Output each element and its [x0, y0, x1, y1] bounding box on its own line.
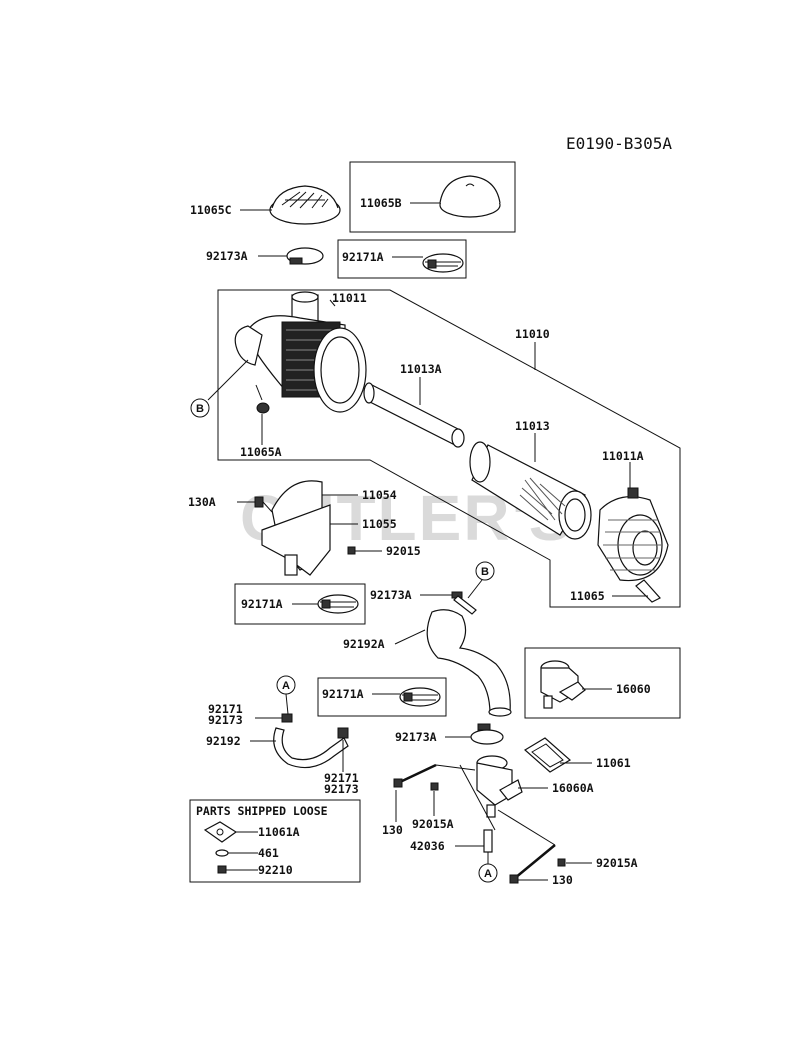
- part-92015-nut: [347, 546, 356, 555]
- label-92173-a: 92173: [208, 713, 243, 727]
- label-92171-b: 92171: [324, 771, 359, 785]
- loose-part-11061A-icon: [203, 821, 238, 843]
- part-11065A: [255, 384, 270, 414]
- part-16060A-housing: [476, 755, 523, 818]
- label-92173-b: 92173: [324, 782, 359, 796]
- label-92173A-top: 92173A: [206, 249, 248, 263]
- part-92171-clip-a: [281, 713, 293, 723]
- label-11061: 11061: [596, 756, 631, 770]
- box-11065B: [349, 161, 516, 233]
- label-92173A-mid: 92173A: [370, 588, 412, 602]
- part-130-bolt-a: [393, 763, 437, 788]
- label-92015: 92015: [386, 544, 421, 558]
- loose-part-11061A: 11061A: [258, 825, 300, 839]
- part-11013A-inner-element: [363, 382, 465, 448]
- part-92192A-hose: [426, 609, 512, 717]
- part-92015A-nut-b: [557, 858, 566, 867]
- label-11010: 11010: [515, 327, 550, 341]
- ref-B-upper: [190, 398, 210, 418]
- diagram-code: E0190-B305A: [566, 134, 672, 153]
- label-92015A-b: 92015A: [596, 856, 638, 870]
- label-42036: 42036: [410, 839, 445, 853]
- label-16060: 16060: [616, 682, 651, 696]
- label-11055: 11055: [362, 517, 397, 531]
- ref-A-lower: [478, 863, 498, 883]
- label-92171A-mid: 92171A: [241, 597, 283, 611]
- part-92171A-clamp-low: [399, 687, 441, 707]
- label-92171A-top: 92171A: [342, 250, 384, 264]
- label-11011A: 11011A: [602, 449, 644, 463]
- part-130-bolt-b: [509, 844, 556, 884]
- label-130-b: 130: [552, 873, 573, 887]
- label-11065A: 11065A: [240, 445, 282, 459]
- part-92171A-clamp-mid: [317, 594, 359, 614]
- loose-part-461-icon: [215, 849, 229, 857]
- label-92171A-low: 92171A: [322, 687, 364, 701]
- label-92171-a: 92171: [208, 702, 243, 716]
- part-11011A-cover: [597, 487, 669, 603]
- ref-A-upper-label: A: [282, 680, 290, 692]
- part-11065C-cap: [269, 185, 341, 225]
- ref-B-upper-label: B: [196, 403, 204, 415]
- part-11061-gasket: [523, 737, 572, 773]
- part-130A-bolt: [254, 496, 273, 513]
- part-92173A-clamp-low: [470, 723, 504, 745]
- part-16060-housing: [540, 660, 586, 709]
- label-92173A-low: 92173A: [395, 730, 437, 744]
- label-130A: 130A: [188, 495, 216, 509]
- label-92192: 92192: [206, 734, 241, 748]
- loose-parts-title: PARTS SHIPPED LOOSE: [196, 804, 328, 818]
- part-11011-air-cleaner-body: [234, 291, 367, 413]
- ref-B-lower-label: B: [481, 566, 489, 578]
- label-11065C: 11065C: [190, 203, 232, 217]
- label-11011: 11011: [332, 291, 367, 305]
- part-92192-hose: [273, 727, 349, 769]
- part-92171A-clamp-top: [422, 253, 464, 273]
- part-92015A-nut-a: [430, 782, 439, 791]
- label-130-a: 130: [382, 823, 403, 837]
- part-42036-pipe: [483, 829, 493, 853]
- label-11054: 11054: [362, 488, 397, 502]
- ref-B-lower: [475, 561, 495, 581]
- part-92173A-clamp-top: [286, 247, 324, 265]
- loose-part-92210: 92210: [258, 863, 293, 877]
- loose-part-461: 461: [258, 846, 279, 860]
- part-11065B-cap: [439, 175, 501, 218]
- assembly-outline-11010: [217, 289, 681, 608]
- label-11013A: 11013A: [400, 362, 442, 376]
- part-11054-11055-bracket: [261, 480, 331, 576]
- part-11013-filter-element: [469, 441, 592, 540]
- label-16060A: 16060A: [552, 781, 594, 795]
- box-16060: [524, 647, 681, 719]
- label-11065: 11065: [570, 589, 605, 603]
- label-92192A: 92192A: [343, 637, 385, 651]
- ref-A-lower-label: A: [484, 868, 492, 880]
- label-92015A-a: 92015A: [412, 817, 454, 831]
- part-92173A-clamp-mid: [451, 591, 477, 615]
- loose-parts-box: [189, 799, 361, 883]
- label-11013: 11013: [515, 419, 550, 433]
- box-92171A-top: [337, 239, 467, 279]
- box-92171A-low: [317, 677, 447, 717]
- box-92171A-mid: [234, 583, 366, 625]
- loose-part-92210-icon: [217, 865, 227, 874]
- label-11065B: 11065B: [360, 196, 402, 210]
